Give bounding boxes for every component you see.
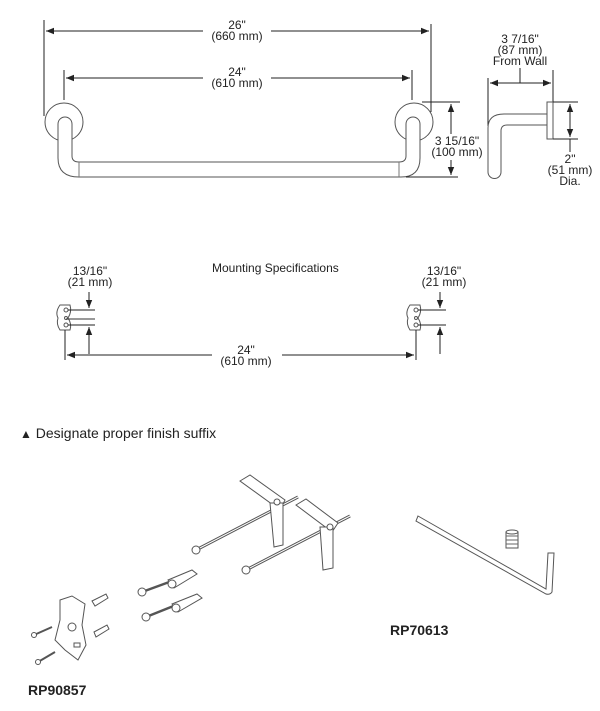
- right-mounting-bracket: [406, 304, 422, 331]
- mount-spacing-label: 24" (610 mm): [212, 343, 280, 368]
- wall-flange: [546, 101, 554, 140]
- toggle-bolt: [191, 474, 299, 555]
- projection-mm: (87 mm): [497, 43, 543, 57]
- triangle-icon: ▲: [20, 427, 32, 441]
- flange-diameter-inches: 2": [564, 152, 576, 166]
- overall-length-label: 26" (660 mm): [205, 18, 269, 43]
- height-mm: (100 mm): [431, 145, 483, 159]
- flange-diameter-mm: (51 mm): [547, 163, 593, 177]
- part-rp70613-illustration: [415, 515, 555, 595]
- bar-arm: [487, 113, 548, 179]
- overall-length-mm: (660 mm): [211, 29, 263, 43]
- height-inches: 3 15/16": [434, 134, 480, 148]
- wall-anchor: [137, 569, 198, 597]
- projection-note: From Wall: [492, 54, 548, 68]
- right-offset-inches: 13/16": [426, 264, 462, 278]
- center-length-inches: 24": [228, 65, 246, 79]
- part-number-rp90857: RP90857: [28, 682, 87, 698]
- towel-bar-front-view: [43, 20, 460, 178]
- towel-bar-side-view: [487, 68, 578, 179]
- projection-label: 3 7/16" (87 mm) From Wall: [488, 32, 552, 68]
- mount-spacing-inches: 24": [237, 343, 255, 357]
- height-label: 3 15/16" (100 mm): [427, 134, 487, 159]
- left-offset-label: 13/16" (21 mm): [60, 264, 120, 289]
- mounting-title: Mounting Specifications: [212, 261, 339, 275]
- center-length-label: 24" (610 mm): [205, 65, 269, 90]
- overall-length-inches: 26": [228, 18, 246, 32]
- mounting-bracket: [54, 595, 87, 661]
- left-offset-inches: 13/16": [72, 264, 108, 278]
- right-offset-mm: (21 mm): [421, 275, 467, 289]
- toggle-bolt: [241, 498, 351, 575]
- part-number-rp70613: RP70613: [390, 622, 449, 638]
- left-mounting-bracket: [56, 304, 72, 331]
- towel-bar: [57, 116, 421, 178]
- finish-note-text: Designate proper finish suffix: [35, 425, 217, 441]
- right-offset-label: 13/16" (21 mm): [414, 264, 474, 289]
- mounting-diagram: [56, 292, 446, 360]
- flange-diameter-note: Dia.: [559, 174, 581, 188]
- hex-key: [415, 515, 555, 595]
- set-screw: [505, 529, 519, 549]
- mount-spacing-mm: (610 mm): [220, 354, 272, 368]
- part-rp90857-illustration: [31, 474, 351, 665]
- center-length-mm: (610 mm): [211, 76, 263, 90]
- left-offset-mm: (21 mm): [67, 275, 113, 289]
- flange-diameter-label: 2" (51 mm) Dia.: [540, 152, 600, 188]
- projection-inches: 3 7/16": [501, 32, 539, 46]
- finish-note: ▲ Designate proper finish suffix: [20, 425, 216, 441]
- wall-anchor: [141, 593, 203, 622]
